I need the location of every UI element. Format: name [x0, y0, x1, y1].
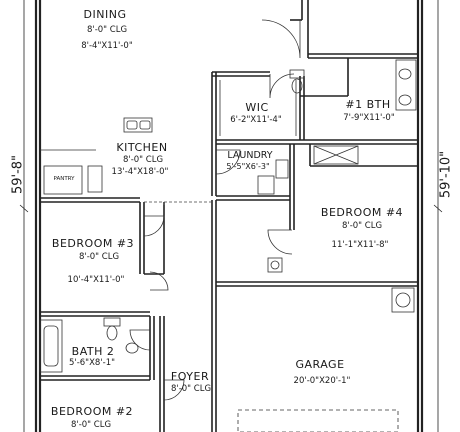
bath1-name: #1 BTH [345, 98, 391, 111]
doors [129, 19, 301, 401]
bath2-name: BATH 2 [71, 345, 115, 358]
bath1-size: 7'-9"X11'-0" [343, 113, 395, 123]
interior-walls [40, 0, 418, 432]
bedroom3-ceiling: 8'-0" CLG [78, 252, 120, 262]
bath2-size: 5'-6"X8'-1" [68, 358, 116, 368]
wic-name: WIC [245, 101, 269, 114]
wic-size: 6'-2"X11'-4" [230, 115, 282, 125]
bedroom2-name: BEDROOM #2 [50, 405, 134, 418]
kitchen-size: 13'-4"X18'-0" [111, 167, 169, 177]
laundry-name: LAUNDRY [227, 150, 273, 161]
fixtures [39, 59, 417, 432]
garage-name: GARAGE [295, 358, 345, 371]
bedroom2-ceiling: 8'-0" CLG [70, 420, 112, 430]
right-overall-dimension: 59'-10" [438, 150, 454, 199]
laundry-size: 5'-5"X6'-3" [226, 162, 270, 171]
dining-name: DINING [83, 8, 127, 21]
dining-size: 8'-4"X11'-0" [81, 41, 133, 51]
pantry-label: PANTRY [53, 176, 75, 182]
bedroom3-size: 10'-4"X11'-0" [67, 275, 125, 285]
bedroom4-name: BEDROOM #4 [320, 206, 404, 219]
foyer-ceiling: 8'-0" CLG [170, 384, 212, 394]
foyer-name: FOYER [170, 370, 210, 383]
bedroom3-name: BEDROOM #3 [51, 237, 135, 250]
kitchen-ceiling: 8'-0" CLG [122, 155, 164, 165]
kitchen-name: KITCHEN [116, 141, 168, 154]
bedroom4-size: 11'-1"X11'-8" [331, 240, 389, 250]
dimension-lines [19, 0, 443, 432]
garage-size: 20'-0"X20'-1" [293, 376, 351, 386]
left-overall-dimension: 59'-8" [10, 154, 26, 195]
dashed-lines [144, 201, 212, 206]
bedroom4-ceiling: 8'-0" CLG [341, 221, 383, 231]
dining-ceiling: 8'-0" CLG [86, 25, 128, 35]
